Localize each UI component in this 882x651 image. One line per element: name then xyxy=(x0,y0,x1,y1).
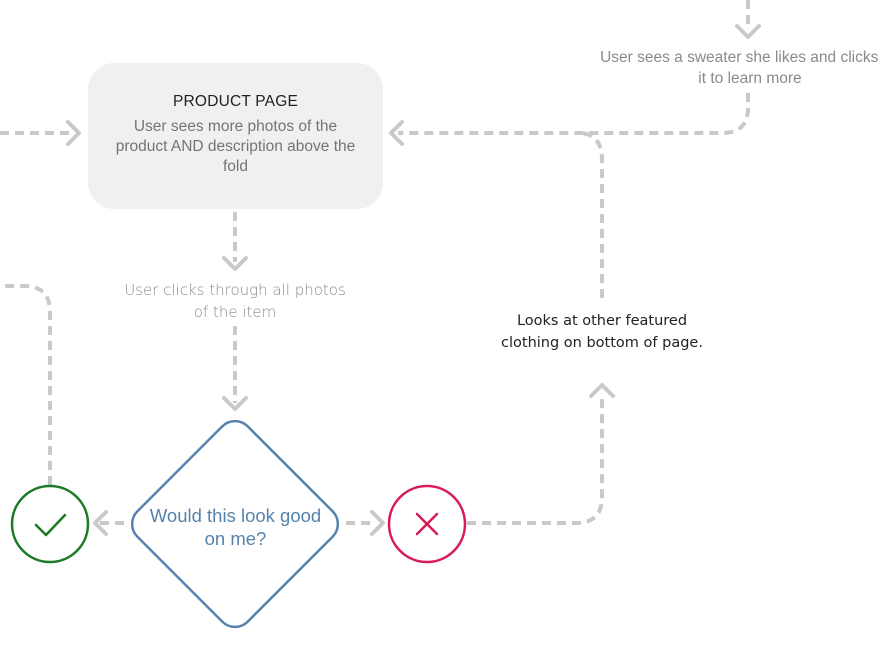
connector-sweater-to-product xyxy=(398,93,750,135)
yes-outcome xyxy=(10,484,90,564)
decision-diamond xyxy=(130,419,340,629)
product-page-description: User sees more photos of the product AND… xyxy=(115,118,356,175)
arrowhead-into-product-left xyxy=(66,120,81,146)
step-looks-other: Looks at other featured clothing on bott… xyxy=(501,313,703,351)
arrowhead-into-product-right xyxy=(389,120,404,146)
yes-circle xyxy=(10,484,90,564)
arrowhead-other xyxy=(589,383,615,398)
x-icon xyxy=(415,512,439,536)
product-page-title: PRODUCT PAGE xyxy=(173,93,298,110)
product-page-box: PRODUCT PAGE User sees more photos of th… xyxy=(88,63,383,209)
no-outcome xyxy=(387,484,467,564)
check-icon xyxy=(34,513,67,537)
connector-no-to-other xyxy=(467,393,604,525)
decision-question: Would this look good on me? xyxy=(149,505,322,549)
connector-other-to-top xyxy=(577,131,604,298)
connector-yes-loop xyxy=(0,284,52,485)
arrowhead-clicks xyxy=(222,256,248,271)
arrowhead-yes xyxy=(93,510,108,536)
arrowhead-decision xyxy=(222,396,248,411)
arrowhead-top xyxy=(735,24,761,39)
arrowhead-no xyxy=(370,510,385,536)
step-sees-sweater: User sees a sweater she likes and clicks… xyxy=(600,49,882,87)
step-clicks-photos: User clicks through all photos of the it… xyxy=(124,281,346,321)
